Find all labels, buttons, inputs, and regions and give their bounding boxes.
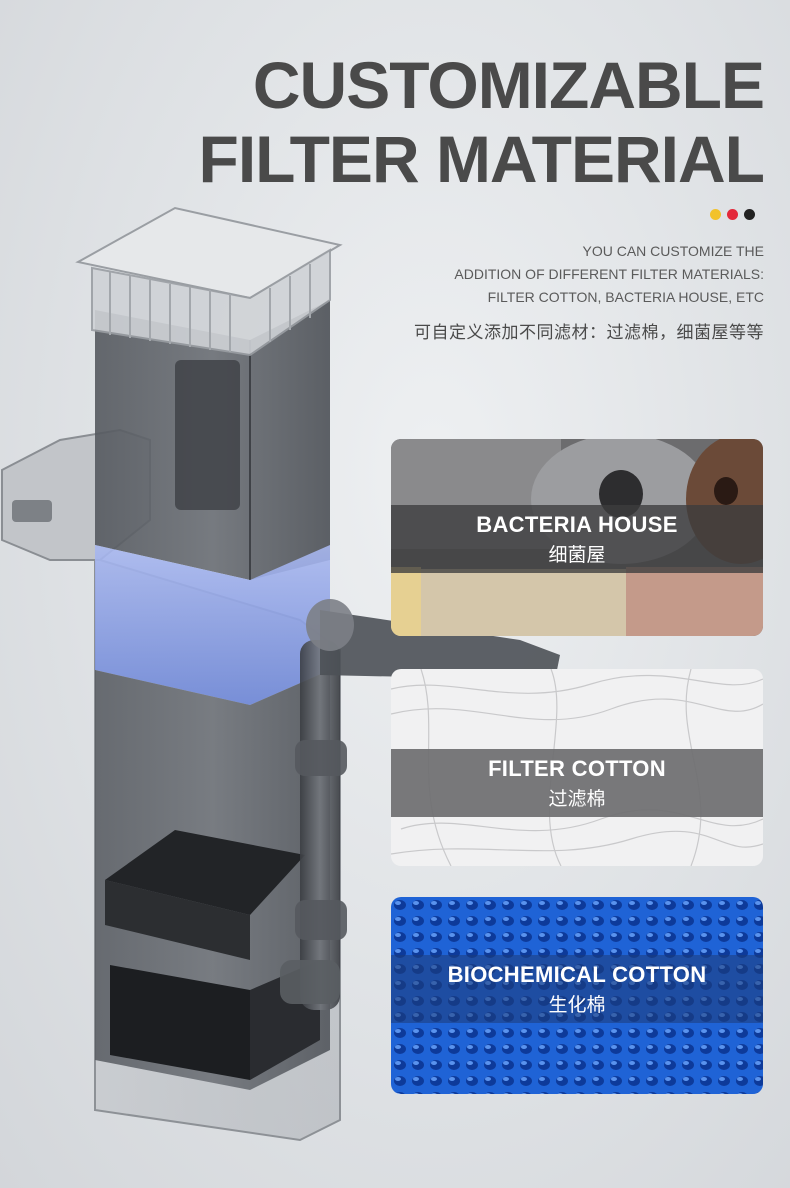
sponge-top xyxy=(105,830,305,915)
card-subtitle: 细菌屋 xyxy=(548,544,606,566)
filter-box-illustration xyxy=(0,206,560,1142)
color-dots xyxy=(710,209,755,220)
yellow-dot-icon xyxy=(710,209,721,220)
card-bacteria-house: BACTERIA HOUSE 细菌屋 xyxy=(391,439,763,636)
card-subtitle: 过滤棉 xyxy=(548,788,606,810)
card-filter-cotton: FILTER COTTON 过滤棉 xyxy=(391,669,763,866)
card-title: BACTERIA HOUSE xyxy=(476,511,678,537)
subtitle-line-1: YOU CAN CUSTOMIZE THE xyxy=(582,243,764,259)
water-level-band xyxy=(95,545,330,705)
card-label-bar: FILTER COTTON 过滤棉 xyxy=(391,749,763,817)
outlet-nozzle xyxy=(320,610,560,680)
subtitle: YOU CAN CUSTOMIZE THE ADDITION OF DIFFER… xyxy=(454,240,764,309)
outlet-pipe xyxy=(300,640,340,1010)
top-basket xyxy=(75,206,343,300)
card-biochemical-cotton: BIOCHEMICAL COTTON 生化棉 xyxy=(391,897,763,1094)
subtitle-chinese: 可自定义添加不同滤材：过滤棉，细菌屋等等 xyxy=(414,323,764,342)
inner-tube xyxy=(175,360,240,510)
card-label-bar: BACTERIA HOUSE 细菌屋 xyxy=(391,505,763,573)
headline-line-2: FILTER MATERIAL xyxy=(198,122,765,196)
card-title: FILTER COTTON xyxy=(488,755,666,781)
headline-line-1: CUSTOMIZABLE xyxy=(252,48,765,122)
headline: CUSTOMIZABLE FILTER MATERIAL xyxy=(198,48,765,196)
black-dot-icon xyxy=(744,209,755,220)
bracket-screw xyxy=(12,500,52,522)
card-label-bar: BIOCHEMICAL COTTON 生化棉 xyxy=(391,955,763,1023)
card-subtitle: 生化棉 xyxy=(548,994,606,1016)
sponge-bottom xyxy=(110,965,250,1080)
red-dot-icon xyxy=(727,209,738,220)
card-title: BIOCHEMICAL COTTON xyxy=(447,961,707,987)
subtitle-line-2: ADDITION OF DIFFERENT FILTER MATERIALS: xyxy=(454,266,764,282)
subtitle-line-3: FILTER COTTON, BACTERIA HOUSE, ETC xyxy=(487,289,764,305)
